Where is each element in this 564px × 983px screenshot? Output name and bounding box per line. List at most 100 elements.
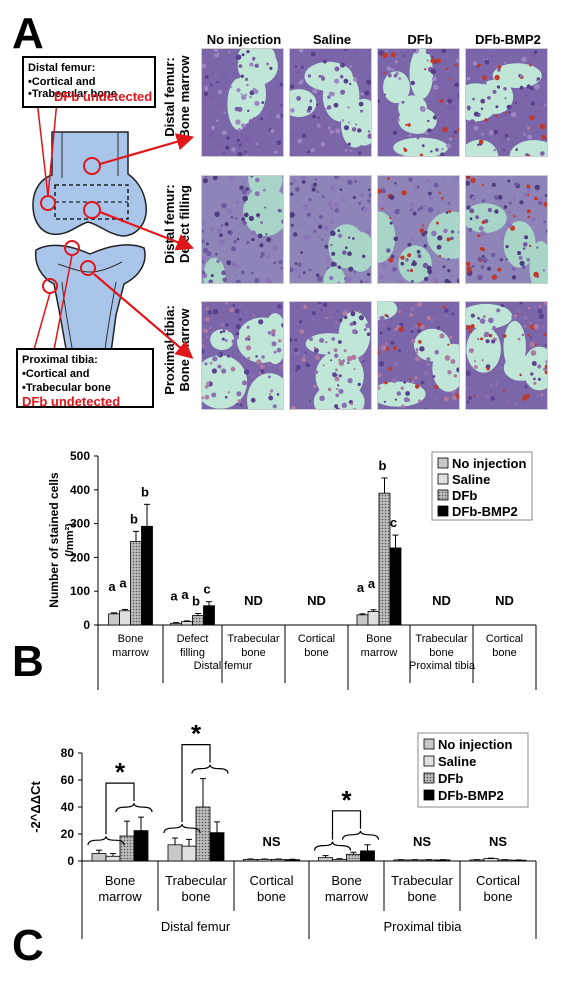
bar: [195, 806, 211, 862]
y-tick-label: 60: [61, 773, 75, 787]
category-label: Trabecular: [391, 873, 453, 888]
histology-image: [377, 175, 460, 284]
column-heading-no-injection: No injection: [206, 32, 282, 47]
column-heading-dfb: DFb: [407, 32, 433, 47]
histology-image: [465, 301, 548, 410]
legend-label: Saline: [438, 754, 476, 769]
bar: [285, 859, 300, 862]
y-tick-label: 300: [70, 517, 90, 531]
significance-letter: a: [119, 575, 127, 590]
significance-brace: [87, 836, 125, 846]
significance-brace: [115, 803, 153, 813]
bar: [209, 832, 225, 862]
tibia-label-box: Proximal tibia: •Cortical and •Trabecula…: [16, 348, 154, 409]
category-note: NS: [262, 834, 280, 849]
significance-letter: b: [379, 458, 387, 473]
histology-image: [377, 301, 460, 410]
significance-star: *: [341, 785, 352, 815]
significance-bracket: [105, 782, 135, 835]
legend-label: DFb: [438, 771, 463, 786]
category-label: Trabecular: [227, 633, 280, 645]
y-tick-label: 100: [70, 584, 90, 598]
bar: [130, 541, 142, 626]
category-label: Trabecular: [415, 633, 468, 645]
histology-image: [201, 301, 284, 410]
category-note: ND: [307, 593, 326, 608]
significance-brace: [341, 830, 380, 840]
category-label: bone: [429, 647, 453, 659]
bar: [356, 614, 369, 626]
histology-image: [289, 301, 372, 410]
y-tick-label: 0: [67, 854, 74, 868]
category-note: ND: [432, 593, 451, 608]
bar: [318, 857, 333, 862]
legend-frame: [431, 451, 533, 521]
bar: [119, 610, 131, 626]
femur-box-line1: •Cortical and: [28, 76, 96, 88]
panel-label-b: B: [12, 637, 44, 686]
y-tick-label: 200: [70, 550, 90, 564]
significance-letter: b: [130, 511, 138, 526]
category-label: Defect: [177, 633, 209, 645]
histology-image: [465, 48, 548, 157]
legend-swatch: [437, 505, 449, 517]
significance-letter: a: [368, 576, 376, 591]
category-label: marrow: [98, 889, 142, 904]
significance-letter: b: [192, 594, 200, 609]
femur-shape: [32, 131, 147, 237]
category-label: bone: [257, 889, 286, 904]
bar: [181, 621, 193, 626]
bar: [119, 835, 135, 862]
legend-swatch: [437, 457, 449, 469]
group-label: Proximal tibia: [383, 919, 462, 934]
histology-image: [289, 175, 372, 284]
histology-image: [465, 175, 548, 284]
y-tick-label: 0: [83, 618, 90, 632]
legend-swatch: [437, 473, 449, 485]
y-tick-label: 20: [61, 827, 75, 841]
y-tick-label: 400: [70, 483, 90, 497]
bar: [483, 858, 499, 862]
significance-letter: c: [203, 582, 210, 597]
significance-letter: b: [141, 484, 149, 499]
category-label: bone: [241, 647, 265, 659]
category-label: Cortical: [486, 633, 523, 645]
bar: [271, 858, 286, 862]
tibia-box-line1: •Cortical and: [22, 368, 90, 380]
category-label: Cortical: [298, 633, 335, 645]
bar: [167, 844, 183, 862]
y-axis-label-unit: (/mm²): [64, 523, 76, 557]
chart-c: 020406080BonemarrowTrabecularboneCortica…: [28, 725, 537, 939]
legend-swatch: [423, 789, 435, 801]
significance-letter: a: [181, 587, 189, 602]
bar: [108, 613, 120, 626]
legend-swatch: [423, 738, 435, 750]
bar: [243, 858, 258, 862]
legend-label: No injection: [452, 456, 526, 471]
tibia-box-status: DFb undetected: [22, 394, 121, 409]
significance-letter: a: [108, 579, 116, 594]
chart-b: 0100200300400500BonemarrowDefectfillingT…: [47, 449, 537, 690]
y-axis-label: Number of stained cells: [47, 472, 61, 608]
category-label: bone: [484, 889, 513, 904]
category-label: bone: [304, 647, 328, 659]
bar: [389, 547, 402, 626]
femur-box-line2: •Trabecular bone: [28, 88, 117, 100]
category-label: Bone: [105, 873, 135, 888]
category-label: bone: [492, 647, 516, 659]
femur-box-status: DFb undetected: [54, 89, 153, 104]
bar: [170, 622, 182, 626]
bar: [133, 830, 149, 862]
legend-frame: [417, 732, 529, 808]
bar: [181, 845, 197, 862]
significance-letter: a: [170, 589, 178, 604]
significance-bracket: [331, 810, 362, 840]
category-note: ND: [244, 593, 263, 608]
panel-label-c: C: [12, 921, 44, 970]
significance-star: *: [115, 757, 126, 787]
y-axis-label: -2^ΔΔCt: [28, 781, 43, 833]
femur-box-title: Distal femur:: [28, 62, 96, 74]
significance-bracket: [181, 744, 211, 823]
bar: [105, 855, 121, 862]
